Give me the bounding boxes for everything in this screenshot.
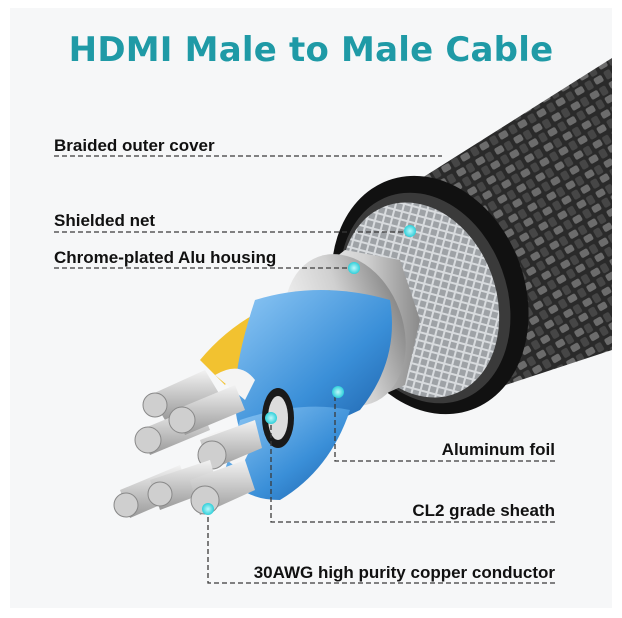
marker-dot-sheath [265, 412, 277, 424]
marker-dot-shielded [404, 225, 416, 237]
marker-dot-conductor [202, 503, 214, 515]
leader-conductor [207, 510, 555, 584]
leader-sheath [270, 420, 555, 523]
marker-dots [202, 225, 416, 515]
leader-lines [54, 155, 555, 584]
label-braided-outer-cover: Braided outer cover [54, 136, 215, 155]
leader-foil [334, 395, 555, 462]
label-copper-conductor: 30AWG high purity copper conductor [253, 563, 555, 582]
conductor-strands-graphic [113, 370, 262, 518]
label-cl2-grade-sheath: CL2 grade sheath [412, 501, 555, 520]
page-title: HDMI Male to Male Cable [68, 30, 554, 70]
marker-dot-foil [332, 386, 344, 398]
label-aluminum-foil: Aluminum foil [441, 440, 555, 459]
label-shielded-net: Shielded net [54, 211, 156, 230]
label-chrome-plated-housing: Chrome-plated Alu housing [54, 248, 277, 267]
marker-dot-housing [348, 262, 360, 274]
